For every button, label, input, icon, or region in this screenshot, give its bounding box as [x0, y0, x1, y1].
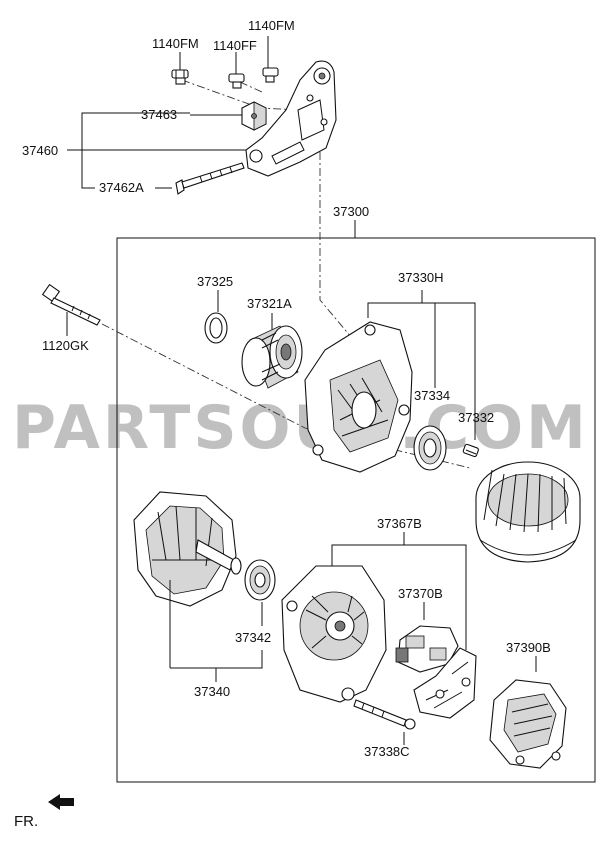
bolt-1140fm-left — [171, 69, 189, 85]
label-1140ff: 1140FF — [213, 38, 257, 53]
label-37460: 37460 — [22, 143, 58, 158]
stator-coil — [475, 461, 581, 563]
pulley-37321a — [241, 313, 303, 389]
label-1140fm-left: 1140FM — [152, 36, 199, 51]
rear-housing-37367b — [281, 532, 467, 703]
rotor-37340 — [133, 491, 263, 682]
front-direction-label: FR. — [14, 813, 38, 830]
bolt-1140ff — [228, 73, 245, 89]
label-37334: 37334 — [414, 388, 450, 403]
label-37370b: 37370B — [398, 586, 443, 601]
label-37330h: 37330H — [398, 270, 444, 285]
rear-cover-37390b — [489, 656, 567, 769]
label-37367b: 37367B — [377, 516, 422, 531]
label-1140fm-top: 1140FM — [248, 18, 295, 33]
front-arrow-icon — [48, 794, 74, 810]
label-37321a: 37321A — [247, 296, 292, 311]
label-37325: 37325 — [197, 274, 233, 289]
assembly-frame-37300 — [116, 152, 596, 783]
label-37300: 37300 — [333, 204, 369, 219]
label-37342: 37342 — [235, 630, 271, 645]
label-37340: 37340 — [194, 684, 230, 699]
screw-37332 — [462, 443, 479, 458]
long-bolt-37462a — [175, 162, 245, 195]
mounting-bracket — [245, 60, 337, 177]
bolt-1120gk — [41, 283, 471, 469]
bearing-37342 — [244, 559, 276, 626]
label-37390b: 37390B — [506, 640, 551, 655]
label-37338c: 37338C — [364, 744, 410, 759]
oring-37325 — [204, 290, 228, 344]
label-37462a: 37462A — [99, 180, 144, 195]
nut-37463 — [241, 101, 267, 131]
bolt-1140fm-right — [262, 67, 279, 83]
front-housing-37330h — [304, 290, 476, 473]
bearing-37334 — [413, 425, 447, 471]
label-37332: 37332 — [458, 410, 494, 425]
label-37463: 37463 — [141, 107, 177, 122]
label-1120gk: 1120GK — [42, 338, 89, 353]
through-bolt-37338c — [353, 699, 416, 745]
watermark: PARTSOUQ.COM — [12, 393, 589, 463]
voltage-regulator-37370b — [395, 602, 477, 719]
